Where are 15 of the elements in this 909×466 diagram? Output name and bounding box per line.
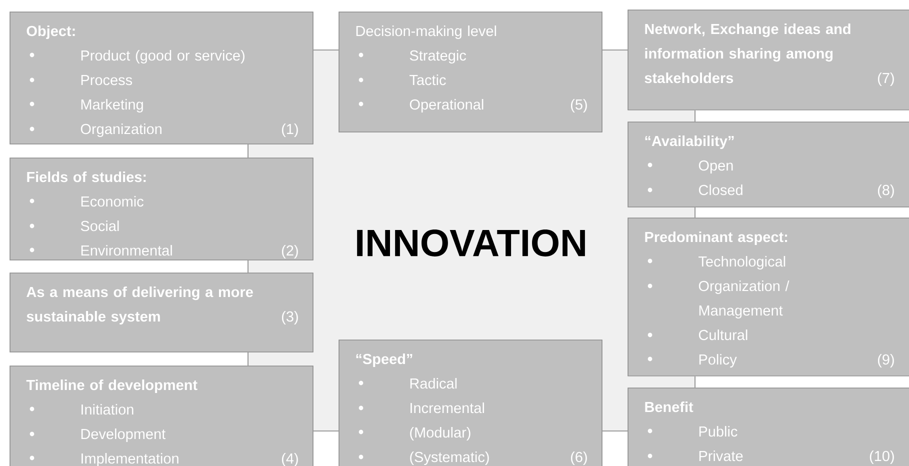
category-box: As a means of delivering a more sustainable system (3) — [10, 272, 314, 352]
connector-line — [694, 207, 696, 218]
category-box: “Speed” Radical Incremental (Modular) (Systematic) (6) — [338, 340, 602, 466]
center-title: INNOVATION — [357, 230, 585, 256]
category-box: Predominant aspect: Technological Organization / Management Cultural Policy (9) — [628, 218, 909, 376]
connector-line — [694, 110, 696, 122]
category-box: Object: Product (good or service) Process Marketing Organization (1) — [10, 12, 314, 144]
category-box: Network, Exchange ideas and information sharing among stakeholders (7) — [628, 10, 909, 110]
category-box: Benefit Public Private (10) — [628, 388, 909, 466]
category-box: Fields of studies: Economic Social Environmental (2) — [10, 158, 314, 260]
category-box: Decision-making level Strategic Tactic Operational (5) — [338, 12, 602, 132]
connector-line — [694, 376, 696, 388]
connector-line — [602, 430, 628, 432]
connector-line — [313, 430, 339, 432]
category-box: “Availability” Open Closed (8) — [628, 122, 909, 208]
